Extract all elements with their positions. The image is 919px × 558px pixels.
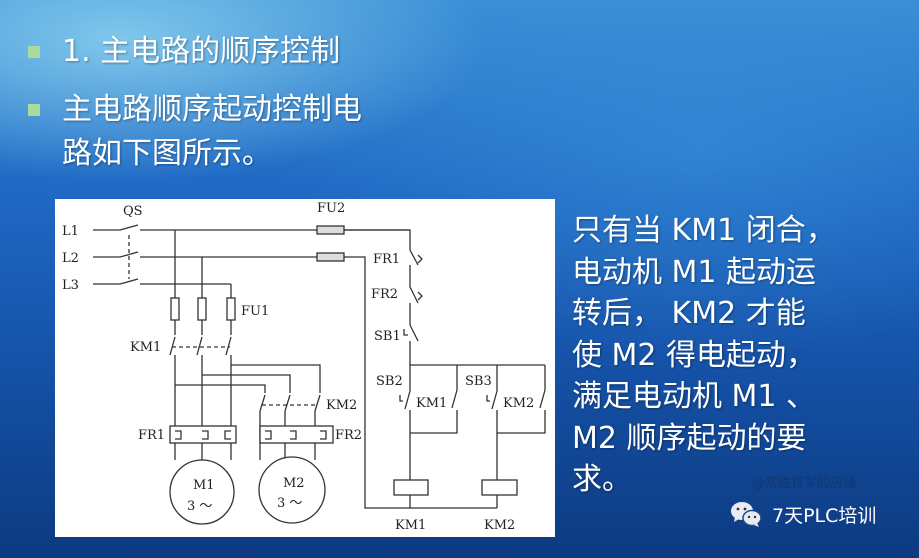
label-m1-phase: 3 ～ bbox=[187, 499, 212, 514]
description-line: 电动机 M1 起动运 bbox=[572, 254, 817, 290]
label-fr1-ctrl: FR1 bbox=[373, 252, 400, 267]
description-line: 使 M2 得电起动， bbox=[572, 337, 817, 373]
wechat-icon bbox=[731, 502, 762, 527]
label-km1-main: KM1 bbox=[130, 340, 161, 355]
label-l3: L3 bbox=[62, 278, 79, 293]
label-m2-phase: 3 ～ bbox=[277, 496, 302, 511]
description-line: M2 顺序起动的要 bbox=[572, 420, 807, 456]
circuit-diagram: L1 L2 L3 QS FU2 FU1 KM1 KM2 FR1 FR2 M1 3… bbox=[55, 199, 555, 537]
label-fu1: FU1 bbox=[241, 304, 269, 319]
bullet-text-line2: 路如下图所示。 bbox=[62, 136, 272, 171]
label-km1-coil: KM1 bbox=[395, 518, 426, 533]
label-fr2-main: FR2 bbox=[335, 428, 362, 443]
description-line: 只有当 KM1 闭合， bbox=[572, 213, 836, 248]
label-m2: M2 bbox=[283, 476, 305, 491]
label-sb3: SB3 bbox=[465, 374, 492, 389]
description-line: 转后， KM2 才能 bbox=[572, 296, 806, 331]
label-fu2: FU2 bbox=[317, 201, 345, 216]
label-sb2: SB2 bbox=[376, 374, 403, 389]
label-qs: QS bbox=[123, 204, 143, 219]
label-l2: L2 bbox=[62, 251, 79, 266]
heading-main-circuit: 1. 主电路的顺序控制 bbox=[62, 34, 341, 69]
bullet-marker bbox=[28, 104, 40, 116]
bullet-text-line1: 主电路顺序起动控制电 bbox=[62, 92, 362, 127]
label-l1: L1 bbox=[62, 224, 79, 239]
description-line: 求。 bbox=[572, 462, 632, 497]
label-fr1-main: FR1 bbox=[138, 428, 165, 443]
label-km2-main: KM2 bbox=[326, 398, 357, 413]
footer-text: 7天PLC培训 bbox=[772, 504, 877, 527]
watermark: @常胜将军的店铺 bbox=[752, 476, 857, 491]
label-sb1: SB1 bbox=[374, 329, 401, 344]
description-text: 只有当 KM1 闭合， 电动机 M1 起动运 转后， KM2 才能 使 M2 得… bbox=[572, 210, 836, 501]
label-m1: M1 bbox=[193, 478, 215, 493]
footer-brand: 7天PLC培训 bbox=[730, 500, 876, 528]
description-line: 满足电动机 M1 、 bbox=[572, 379, 817, 414]
bullet-marker bbox=[28, 46, 40, 58]
label-km1-aux: KM1 bbox=[416, 396, 447, 411]
label-km2-coil: KM2 bbox=[484, 518, 515, 533]
label-km2-aux: KM2 bbox=[503, 396, 534, 411]
label-fr2-ctrl: FR2 bbox=[371, 287, 398, 302]
